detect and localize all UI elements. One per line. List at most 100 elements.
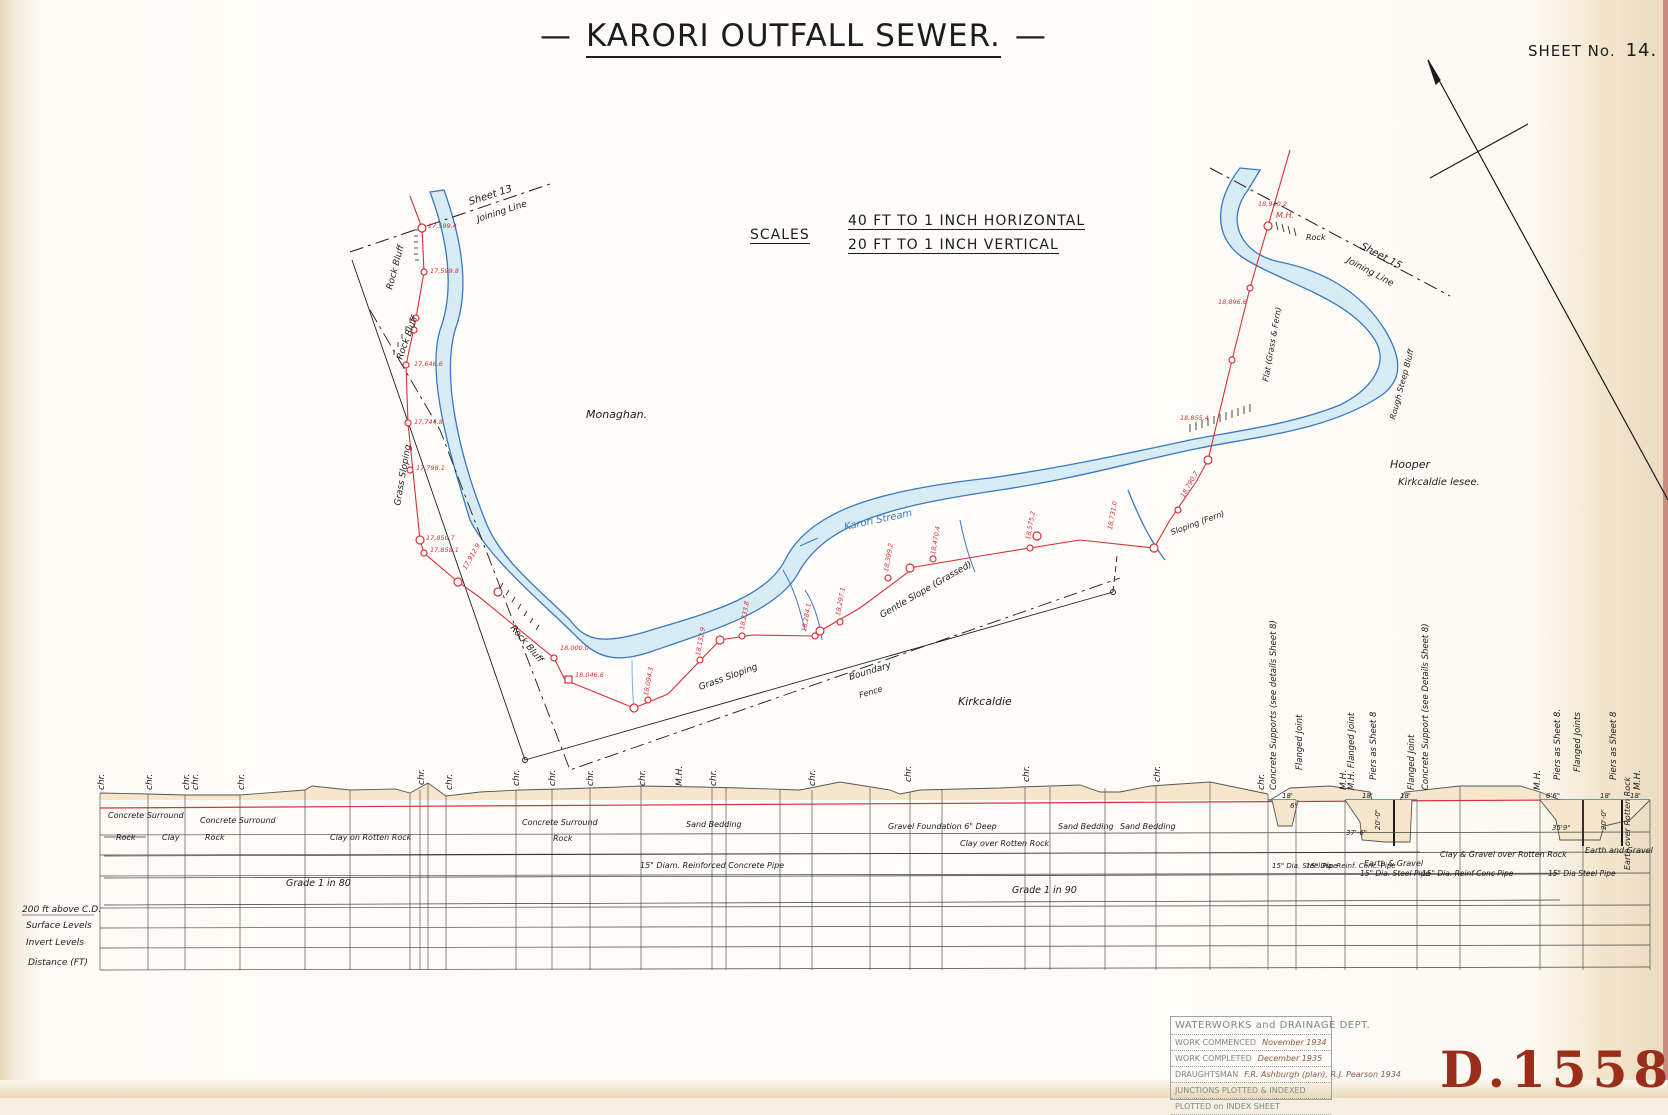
pipe-label: 15" Diam. Reinforced Concrete Pipe: [640, 861, 784, 870]
profile-marker-label: chr.: [808, 770, 818, 786]
surface-levels-label: Surface Levels: [26, 921, 92, 931]
bedding-label: Gravel Foundation 6" Deep: [888, 822, 997, 831]
scale-vertical: 20 FT TO 1 INCH VERTICAL: [848, 237, 1059, 254]
dimension-label: 20'-0": [1374, 809, 1382, 830]
drawing-number: D.1558: [1440, 1040, 1668, 1099]
pipe-label: 15" Dia. Reinf Conc Pipe: [1422, 869, 1514, 878]
dimension-label: 18': [1362, 792, 1373, 800]
profile-marker-label: chr.: [145, 774, 155, 790]
chainage-label: 18,731.0: [1106, 500, 1119, 530]
chainage-label: 17,744.8: [414, 418, 443, 426]
piers-note: Piers as Sheet 8: [1609, 711, 1619, 780]
grade-label: Grade 1 in 80: [286, 878, 351, 889]
profile-dimensions: 18' 6' 37'-6" 20'-0" 18' 18' 6'6" 35'9" …: [1282, 792, 1641, 837]
title-text: KARORI OUTFALL SEWER.: [586, 18, 1001, 58]
strata-label: Clay & Gravel over Rotten Rock: [1440, 850, 1567, 859]
dimension-label: 18': [1400, 792, 1411, 800]
profile-markers: chr. chr. chr. chr. chr. chr. chr. chr. …: [97, 766, 1643, 790]
sheet-number-label: SHEET No.: [1528, 42, 1616, 60]
dimension-label: 35'9": [1552, 824, 1571, 832]
stamp-work-completed-label: WORK COMPLETED: [1175, 1054, 1252, 1063]
chainage-label: 18,046.6: [575, 671, 604, 679]
stamp-work-completed: WORK COMPLETED December 1935: [1171, 1051, 1331, 1067]
profile-marker-label: M.H.: [1339, 770, 1349, 790]
profile-marker-label: chr.: [191, 774, 201, 790]
flat-grass-fern-label: Flat (Grass & Fern): [1261, 306, 1283, 382]
distance-label: Distance (FT): [28, 958, 88, 968]
profile-marker-label: M.H.: [1633, 770, 1643, 790]
bedding-label: Sand Bedding: [1058, 822, 1114, 831]
profile-marker-label: chr.: [182, 774, 192, 790]
title-dash-left: —: [540, 18, 572, 54]
profile-marker-label: M.H.: [675, 766, 685, 786]
datum-label: 200 ft above C.D.: [22, 905, 101, 915]
profile-rows: Concrete Surround Concrete Surround Conc…: [108, 777, 1654, 896]
hooper-label: Hooper: [1390, 458, 1431, 471]
pipe-label: 15" Dia. Reinf. Conc. Pipe: [1306, 862, 1396, 870]
pipe-label: 15" Dia. Steel Pipe: [1272, 862, 1337, 870]
flanged-joint-note: Flanged Joint: [1407, 734, 1417, 790]
profile-marker-label: chr.: [904, 766, 914, 782]
strata-label: Rock: [205, 833, 225, 842]
sewer-route: [405, 149, 1291, 709]
profile-annotations: Concrete Supports (see details Sheet 8) …: [1269, 620, 1619, 790]
concrete-support-note: Concrete Support (see Details Sheet 8): [1421, 623, 1431, 790]
chainage-label: 17,599.4: [428, 222, 457, 230]
chainage-label: 17,798.1: [416, 464, 445, 472]
scales-label: SCALES: [750, 227, 810, 244]
bedding-label: Concrete Surround: [108, 811, 185, 820]
monaghan-label: Monaghan.: [586, 408, 647, 421]
bedding-label: Sand Bedding: [686, 820, 742, 829]
rock-bluff-hatching: [393, 221, 1297, 631]
profile-marker-label: chr.: [417, 769, 427, 785]
dimension-label: 6'6": [1546, 792, 1560, 800]
stamp-department: WATERWORKS and DRAINAGE DEPT.: [1171, 1017, 1370, 1035]
grass-sloping-label: Grass Sloping: [698, 662, 760, 693]
chainage-label: 18,000.0: [560, 644, 589, 652]
profile-marker-label: M.H.: [1533, 770, 1543, 790]
bedding-label: Sand Bedding: [1120, 822, 1176, 831]
strata-label: Clay: [162, 833, 180, 842]
profile-marker-label: chr.: [97, 774, 107, 790]
kirkcaldie-label: Kirkcaldie: [958, 695, 1012, 708]
stamp-draughtsman-value: F.R. Ashburgh (plan), R.J. Pearson 1934: [1244, 1070, 1401, 1079]
dimension-label: 6': [1290, 802, 1296, 810]
sheet-number: SHEET No. 14.: [1528, 40, 1657, 61]
strata-label: Earth & Gravel: [1364, 859, 1424, 868]
boundary-lines: [351, 259, 1121, 771]
chainage-label: 17,850.7: [426, 534, 456, 542]
grass-sloping-label: Grass Sloping: [393, 444, 414, 507]
manhole-label: M.H.: [1276, 211, 1294, 220]
chainage-label: 17,646.6: [414, 360, 443, 368]
profile-row-labels: 200 ft above C.D. Surface Levels Invert …: [22, 905, 101, 968]
strata-label: Earth and Gravel: [1585, 846, 1654, 855]
chainage-label: 18,896.6: [1218, 298, 1247, 306]
chainage-label: 18,284.1: [800, 602, 813, 632]
sheet-number-value: 14.: [1625, 40, 1658, 61]
chainage-label: 18,470.4: [929, 525, 942, 555]
strata-label: Clay on Rotten Rock: [330, 833, 412, 842]
strata-label: Earth over Rotten Rock: [1623, 777, 1632, 870]
scale-horizontal: 40 FT TO 1 INCH HORIZONTAL: [848, 213, 1086, 230]
profile-section: [99, 781, 1651, 971]
concrete-supports-note: Concrete Supports (see details Sheet 8): [1269, 620, 1279, 790]
pipe-label: 15" Dia. Steel Pipe: [1360, 869, 1430, 878]
chainage-label: 18,940.2: [1258, 200, 1287, 208]
chainage-label: 18,094.3: [642, 666, 655, 696]
rock-bluff-label: Rock Bluff: [385, 243, 407, 291]
profile-marker-label: chr.: [512, 770, 522, 786]
sewer-stations: [402, 221, 1273, 713]
stamp-plotted: PLOTTED on INDEX SHEET: [1171, 1099, 1331, 1115]
flanged-joint-note: Flanged Joint: [1295, 714, 1305, 770]
chainage-label: 17,599.8: [430, 267, 459, 275]
stamp-work-commenced-label: WORK COMMENCED: [1175, 1038, 1257, 1047]
chainage-label: 17,912.9: [461, 542, 482, 571]
chainage-label: 18,855.4: [1180, 414, 1209, 422]
fence-label: Fence: [858, 684, 884, 700]
stamp-work-completed-value: December 1935: [1257, 1054, 1323, 1063]
dimension-label: 20'-0": [1600, 809, 1608, 830]
strata-label: Rock: [116, 833, 136, 842]
